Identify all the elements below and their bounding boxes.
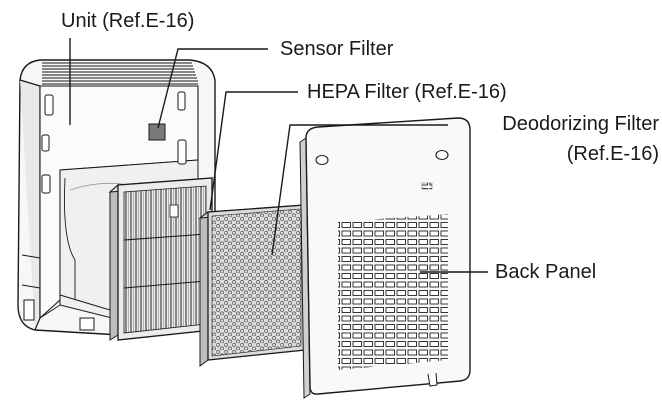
leader-lines bbox=[69, 38, 488, 273]
label-deodorizing-filter-ref: (Ref.E-16) bbox=[566, 143, 659, 165]
leader-deodorizing-filter bbox=[271, 124, 448, 256]
hepa-filter bbox=[108, 177, 214, 341]
leader-sensor-filter bbox=[157, 48, 268, 129]
label-deodorizing-filter: Deodorizing Filter bbox=[502, 113, 659, 135]
label-back-panel: Back Panel bbox=[495, 261, 597, 283]
label-unit: Unit (Ref.E-16) bbox=[61, 10, 195, 32]
label-sensor-filter: Sensor Filter bbox=[280, 38, 394, 60]
deodorizing-filter bbox=[198, 204, 307, 367]
label-hepa-filter: HEPA Filter (Ref.E-16) bbox=[307, 81, 507, 103]
sensor-filter-part bbox=[148, 123, 166, 141]
back-panel bbox=[299, 117, 471, 399]
leader-hepa-filter bbox=[209, 91, 298, 211]
